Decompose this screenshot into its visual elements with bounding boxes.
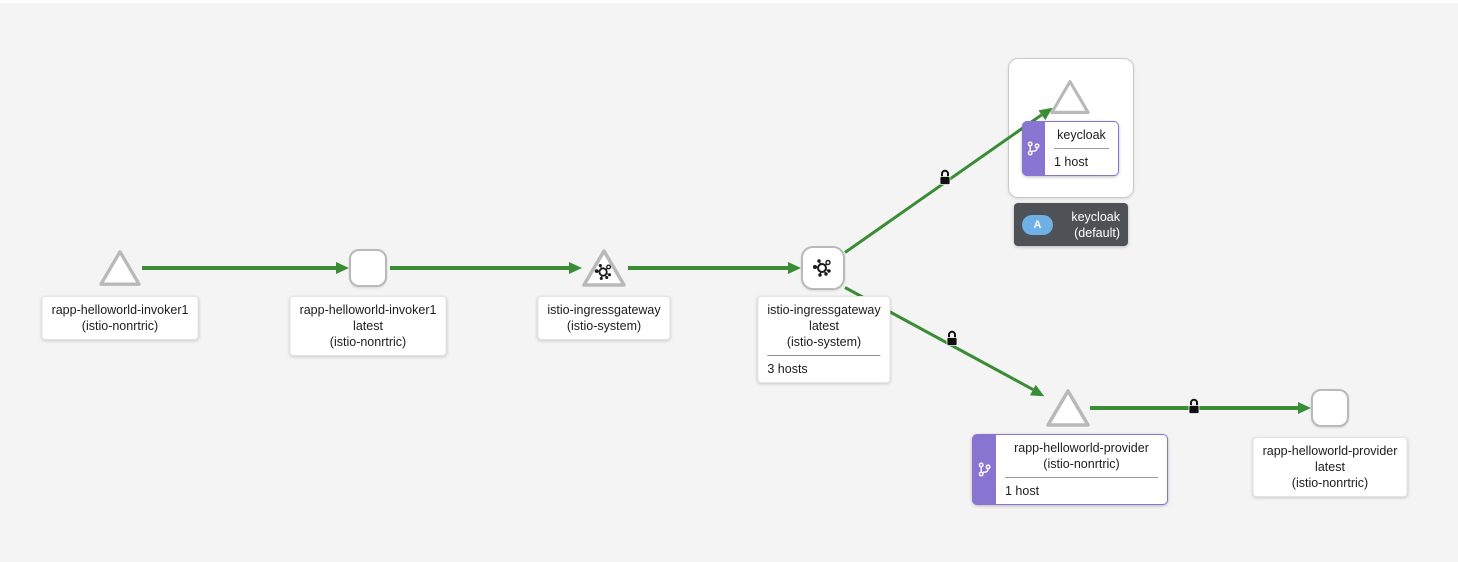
arrowhead-icon — [788, 262, 801, 274]
label-invoker1-app[interactable]: rapp-helloworld-invoker1 (istio-nonrtric… — [41, 296, 199, 340]
node-hosts: 3 hosts — [767, 362, 808, 376]
edge-line — [390, 266, 569, 270]
node-namespace: (istio-nonrtric) — [81, 319, 159, 333]
node-version: latest — [809, 319, 839, 333]
label-provider-latest[interactable]: rapp-helloworld-provider latest (istio-n… — [1252, 437, 1408, 497]
edge-line — [142, 266, 336, 270]
code-branch-icon — [978, 462, 991, 477]
node-title: rapp-helloworld-provider — [1014, 441, 1149, 455]
node-hosts: 1 host — [1005, 484, 1040, 498]
arrowhead-icon — [336, 262, 349, 274]
node-ingressgateway-app[interactable] — [580, 247, 628, 289]
box-namespace: (default) — [1074, 225, 1120, 240]
node-invoker1-app[interactable] — [97, 248, 143, 288]
version-strip — [972, 434, 996, 505]
top-strip — [0, 0, 1458, 3]
node-hosts: 1 host — [1054, 155, 1089, 169]
label-provider-app[interactable]: rapp-helloworld-provider (istio-nonrtric… — [972, 434, 1168, 505]
node-namespace: (istio-nonrtric) — [1291, 476, 1369, 490]
label-invoker1-latest[interactable]: rapp-helloworld-invoker1 latest (istio-n… — [289, 296, 447, 356]
node-title: istio-ingressgateway — [547, 303, 661, 317]
label-divider — [767, 355, 881, 356]
node-keycloak-app[interactable] — [1048, 78, 1092, 116]
lock-icon — [1188, 398, 1200, 414]
node-ingressgateway-latest[interactable] — [801, 246, 845, 290]
node-namespace: (istio-system) — [566, 319, 642, 333]
triangle-shape — [1050, 80, 1090, 114]
version-strip — [1022, 121, 1045, 176]
lock-icon — [946, 330, 958, 346]
node-title: rapp-helloworld-invoker1 — [299, 303, 437, 317]
label-keycloak-app[interactable]: keycloak 1 host — [1022, 121, 1119, 176]
mesh-icon — [813, 259, 831, 277]
triangle-shape — [99, 250, 141, 286]
node-namespace: (istio-nonrtric) — [329, 335, 407, 349]
code-branch-icon — [1027, 141, 1040, 156]
node-provider-latest[interactable] — [1311, 389, 1349, 427]
node-namespace: (istio-system) — [786, 335, 862, 349]
node-version: latest — [353, 319, 383, 333]
label-divider — [1005, 477, 1158, 478]
node-title: istio-ingressgateway — [767, 303, 881, 317]
label-keycloak-box[interactable]: A keycloak (default) — [1014, 203, 1128, 246]
node-invoker1-latest[interactable] — [349, 249, 387, 287]
label-divider — [1054, 148, 1109, 149]
box-title: keycloak — [1071, 209, 1120, 224]
node-version: latest — [1315, 460, 1345, 474]
app-badge-icon: A — [1022, 214, 1053, 235]
edge-invoker1latest-to-ingressgateway[interactable] — [390, 262, 582, 275]
edge-line — [628, 266, 788, 270]
label-ingressgateway-app[interactable]: istio-ingressgateway (istio-system) — [537, 296, 671, 340]
arrowhead-icon — [569, 262, 582, 274]
edge-ingressgateway-to-ingressgatewaylatest[interactable] — [628, 262, 801, 275]
node-title: rapp-helloworld-invoker1 — [51, 303, 189, 317]
arrowhead-icon — [1298, 402, 1311, 414]
node-provider-app[interactable] — [1044, 387, 1092, 429]
triangle-shape — [1046, 389, 1090, 427]
node-title: keycloak — [1057, 128, 1106, 142]
label-ingressgateway-latest[interactable]: istio-ingressgateway latest (istio-syste… — [757, 296, 891, 383]
node-title: rapp-helloworld-provider — [1262, 444, 1398, 458]
lock-icon — [939, 169, 951, 185]
node-namespace: (istio-nonrtric) — [1043, 457, 1120, 471]
mesh-icon — [594, 264, 612, 280]
edge-invoker1app-to-invoker1latest[interactable] — [142, 262, 349, 275]
